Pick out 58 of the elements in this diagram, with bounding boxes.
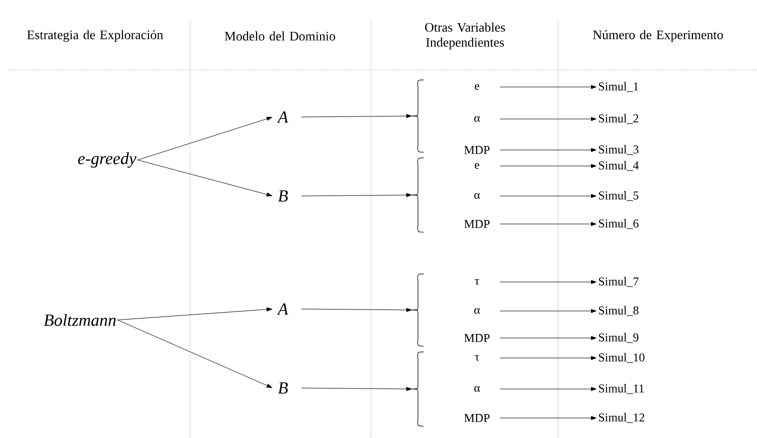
arrow: [500, 309, 596, 313]
arrow: [301, 114, 412, 118]
model-label: A: [276, 303, 288, 315]
variable-label: MDP: [464, 414, 490, 422]
experiment-label: Simul_6: [599, 219, 639, 229]
experiment-label: Simul_10: [599, 353, 644, 363]
variable-label: α: [474, 193, 480, 199]
variable-label: e: [474, 84, 480, 90]
experiment-label: Simul_5: [599, 191, 638, 201]
experiment-label: Simul_11: [599, 384, 644, 394]
variable-label: τ: [474, 279, 480, 285]
experiment-label: Simul_8: [599, 306, 638, 316]
column-header: Modelo del Dominio: [224, 31, 336, 41]
experiment-label: Simul_1: [599, 82, 638, 92]
arrow: [500, 117, 596, 121]
model-label: B: [278, 382, 288, 394]
arrow: [500, 222, 596, 226]
variable-label: MDP: [464, 146, 490, 154]
variable-label: MDP: [464, 334, 490, 342]
arrow: [301, 386, 412, 391]
arrow: [117, 320, 272, 388]
arrow: [500, 164, 596, 168]
experiment-label: Simul_12: [599, 413, 644, 423]
variable-label: α: [474, 386, 480, 392]
arrow: [500, 194, 596, 198]
experiment-label: Simul_3: [599, 145, 638, 155]
model-label: B: [278, 190, 288, 202]
column-header: Número de Experimento: [593, 30, 723, 42]
arrow: [500, 387, 596, 391]
arrow: [500, 336, 596, 340]
arrow: [137, 160, 272, 196]
arrow: [500, 148, 596, 152]
arrow: [500, 280, 596, 284]
variable-label: α: [474, 308, 480, 314]
column-header: Otras Variables Independientes: [425, 22, 505, 50]
arrow: [500, 416, 596, 420]
brace: [412, 157, 424, 232]
experiment-label: Simul_2: [599, 114, 638, 124]
strategy-label: e-greedy: [78, 152, 136, 168]
experiment-label: Simul_9: [599, 333, 638, 343]
brace: [412, 273, 424, 346]
brace: [412, 351, 424, 426]
variable-label: MDP: [464, 220, 490, 228]
arrow: [301, 308, 412, 312]
experiment-label: Simul_4: [599, 161, 639, 171]
strategy-label: Boltzmann: [44, 314, 116, 326]
variable-label: τ: [474, 355, 480, 361]
arrow: [117, 307, 272, 320]
arrow: [137, 116, 272, 160]
arrow: [301, 193, 412, 197]
arrow: [500, 85, 596, 89]
variable-label: α: [474, 116, 480, 122]
experiment-label: Simul_7: [599, 277, 639, 287]
variable-label: e: [474, 163, 480, 169]
brace: [412, 80, 424, 152]
column-header: Estrategia de Exploración: [27, 30, 164, 42]
model-label: A: [276, 111, 288, 123]
arrow: [500, 356, 596, 360]
